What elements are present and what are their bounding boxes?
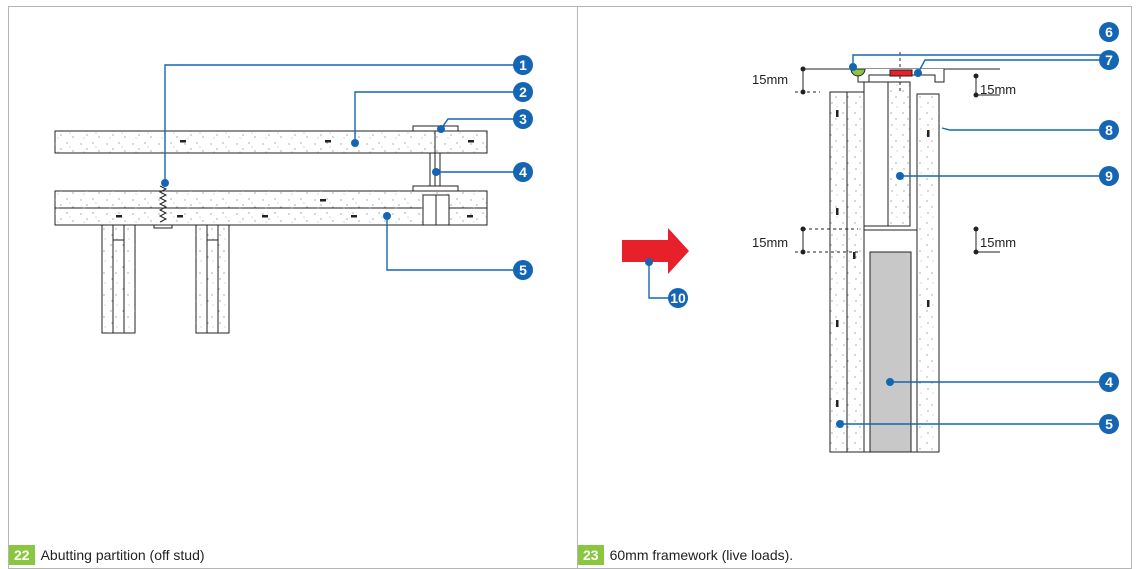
- right-caption: 23 60mm framework (live loads).: [578, 544, 793, 566]
- right-callout-5: 5: [1099, 414, 1119, 434]
- svg-text:8: 8: [1105, 122, 1113, 138]
- svg-text:5: 5: [519, 262, 527, 278]
- measure-top-left: 15mm: [752, 72, 788, 87]
- svg-text:3: 3: [519, 111, 527, 127]
- red-arrow-icon: [622, 228, 689, 274]
- dimension-dots: [800, 66, 979, 255]
- left-caption-number: 22: [9, 545, 35, 565]
- left-callout-1: 1: [513, 55, 533, 75]
- left-caption-text: Abutting partition (off stud): [40, 547, 205, 563]
- right-callout-8: 8: [1099, 120, 1119, 140]
- measure-mid-right: 15mm: [980, 235, 1016, 250]
- left-callout-3: 3: [513, 109, 533, 129]
- svg-text:4: 4: [1105, 374, 1113, 390]
- left-leaders: [164, 64, 519, 271]
- left-callout-5: 5: [513, 260, 533, 280]
- right-drawing: [795, 52, 1000, 453]
- svg-text:6: 6: [1105, 24, 1113, 40]
- right-callout-6: 6: [1099, 22, 1119, 42]
- right-leader-dots: [836, 63, 922, 428]
- left-callout-2: 2: [513, 82, 533, 102]
- svg-text:1: 1: [519, 57, 527, 73]
- svg-text:5: 5: [1105, 416, 1113, 432]
- left-drawing: [54, 125, 488, 334]
- right-callout-10: 10: [668, 288, 688, 308]
- right-callout-9: 9: [1099, 166, 1119, 186]
- svg-text:10: 10: [670, 290, 686, 306]
- right-caption-text: 60mm framework (live loads).: [609, 547, 794, 563]
- left-caption: 22 Abutting partition (off stud): [9, 544, 205, 566]
- measure-top-right: 15mm: [980, 82, 1016, 97]
- right-callout-7: 7: [1099, 50, 1119, 70]
- svg-text:9: 9: [1105, 168, 1113, 184]
- svg-text:2: 2: [519, 84, 527, 100]
- left-leader-dots: [161, 125, 445, 220]
- svg-text:4: 4: [519, 164, 527, 180]
- right-caption-number: 23: [578, 545, 604, 565]
- svg-text:7: 7: [1105, 52, 1113, 68]
- measure-mid-left: 15mm: [752, 235, 788, 250]
- right-callout-4: 4: [1099, 372, 1119, 392]
- left-callout-4: 4: [513, 162, 533, 182]
